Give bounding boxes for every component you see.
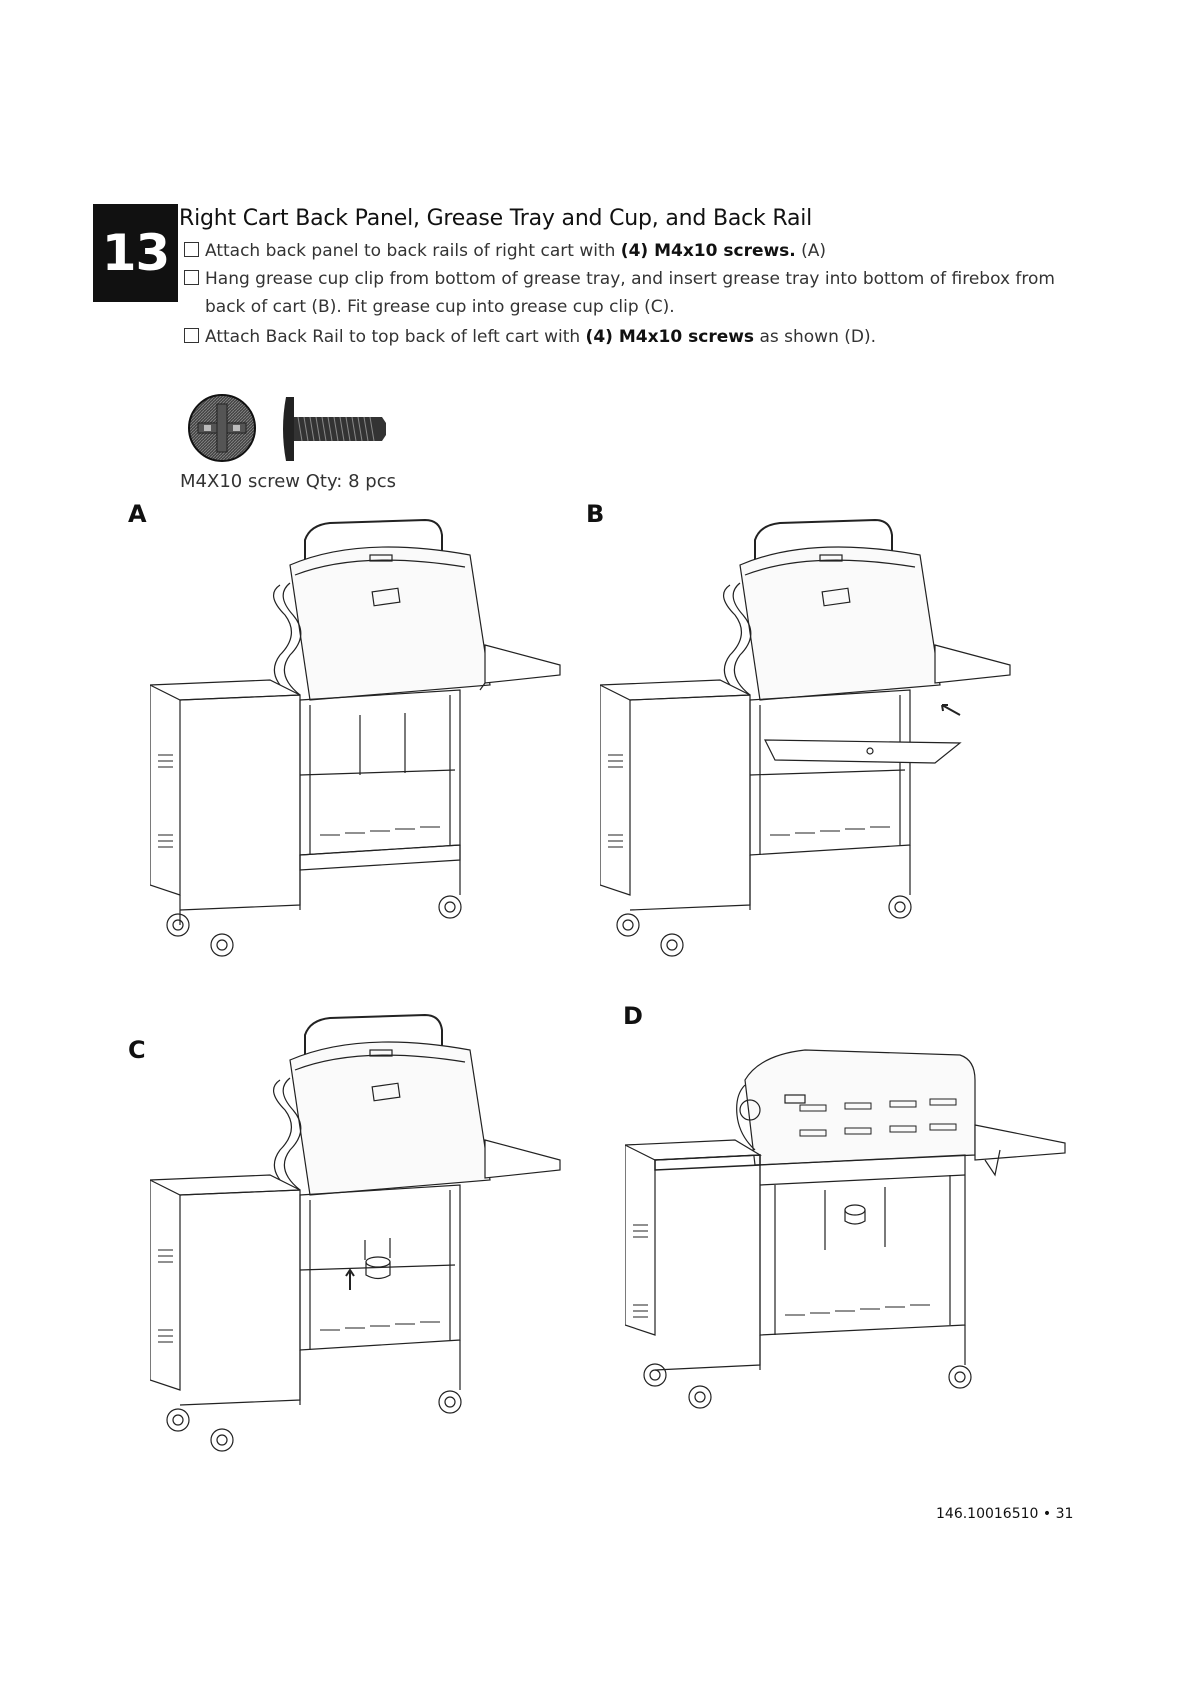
checkbox-icon <box>184 270 199 285</box>
instruction-3-text: Attach Back Rail to top back of left car… <box>205 327 586 347</box>
instruction-3-bold: (4) M4x10 screws <box>585 327 755 347</box>
screw-head-icon <box>188 394 256 462</box>
grill-illustration-d <box>625 1049 1066 1409</box>
instruction-1-text: Attach back panel to back rails of right… <box>205 241 621 261</box>
grill-illustration-c <box>150 1013 561 1452</box>
step-number-badge: 13 <box>93 204 178 302</box>
instruction-1: Attach back panel to back rails of right… <box>184 241 826 261</box>
hardware-label: M4X10 screw Qty: 8 pcs <box>180 471 396 492</box>
page-footer: 146.10016510 • 31 <box>936 1506 1074 1522</box>
panel-letter-a: A <box>128 500 147 528</box>
checkbox-icon <box>184 242 199 257</box>
instruction-3: Attach Back Rail to top back of left car… <box>184 327 876 347</box>
panel-letter-c: C <box>128 1036 146 1064</box>
instruction-2: Hang grease cup clip from bottom of grea… <box>184 269 1055 289</box>
panel-letter-b: B <box>586 500 605 528</box>
instruction-2-line1: Hang grease cup clip from bottom of grea… <box>205 269 1055 289</box>
screw-side-icon <box>283 397 386 461</box>
instruction-1-bold: (4) M4x10 screws. <box>620 241 796 261</box>
grill-illustration-a <box>150 518 561 957</box>
instruction-1-tail: (A) <box>795 241 827 261</box>
panel-letter-d: D <box>623 1002 643 1030</box>
instruction-3-tail: as shown (D). <box>754 327 877 347</box>
step-title: Right Cart Back Panel, Grease Tray and C… <box>179 206 813 231</box>
grill-illustration-b <box>600 518 1011 957</box>
checkbox-icon <box>184 328 199 343</box>
instruction-2-line2: back of cart (B). Fit grease cup into gr… <box>205 297 675 317</box>
